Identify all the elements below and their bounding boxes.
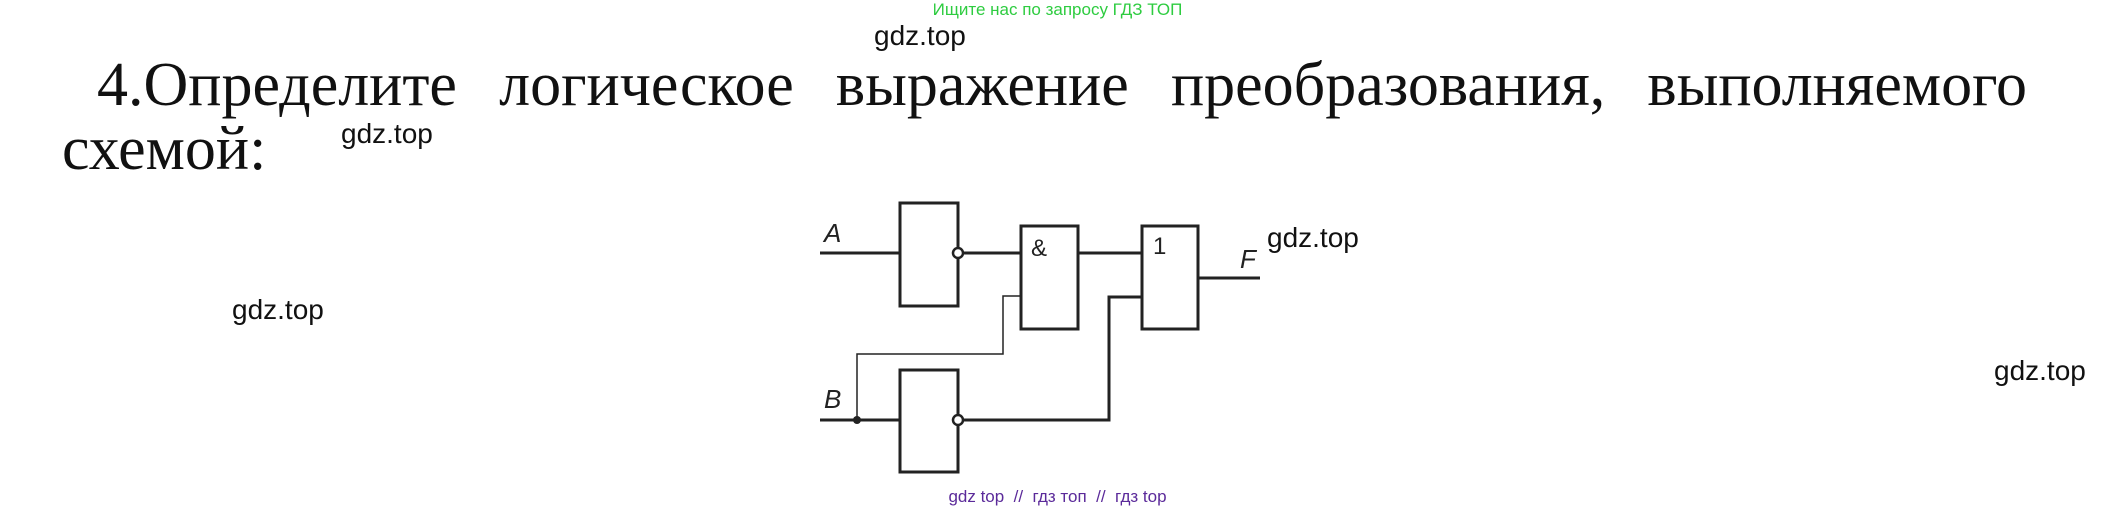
footer-links: gdz top // гдз топ // гдз top	[948, 487, 1167, 506]
junction-dot	[853, 416, 861, 424]
inverter-bubble	[951, 246, 965, 260]
and-gate	[1019, 224, 1080, 331]
or-gate	[1140, 224, 1200, 331]
watermark: gdz.top	[232, 294, 324, 325]
task-text-line1: 4.Определите логическое выражение преобр…	[97, 51, 2027, 119]
watermark: gdz.top	[874, 20, 966, 51]
wire-b-branch	[856, 295, 1021, 420]
top-banner: Ищите нас по запросу ГДЗ ТОП	[932, 0, 1183, 19]
task-text-line2: схемой:	[62, 115, 267, 183]
not-gate-b	[898, 368, 960, 474]
wire-not-b	[963, 295, 1142, 422]
or-symbol: 1	[1153, 233, 1166, 260]
input-a-label: A	[822, 218, 841, 248]
and-symbol: &	[1031, 235, 1047, 262]
output-f-label: F	[1240, 244, 1258, 274]
watermark: gdz.top	[1994, 355, 2086, 386]
not-gate-a	[898, 201, 960, 308]
inverter-bubble	[951, 413, 965, 427]
input-b-label: B	[824, 384, 841, 414]
watermark: gdz.top	[341, 118, 433, 149]
watermark: gdz.top	[1267, 222, 1359, 253]
